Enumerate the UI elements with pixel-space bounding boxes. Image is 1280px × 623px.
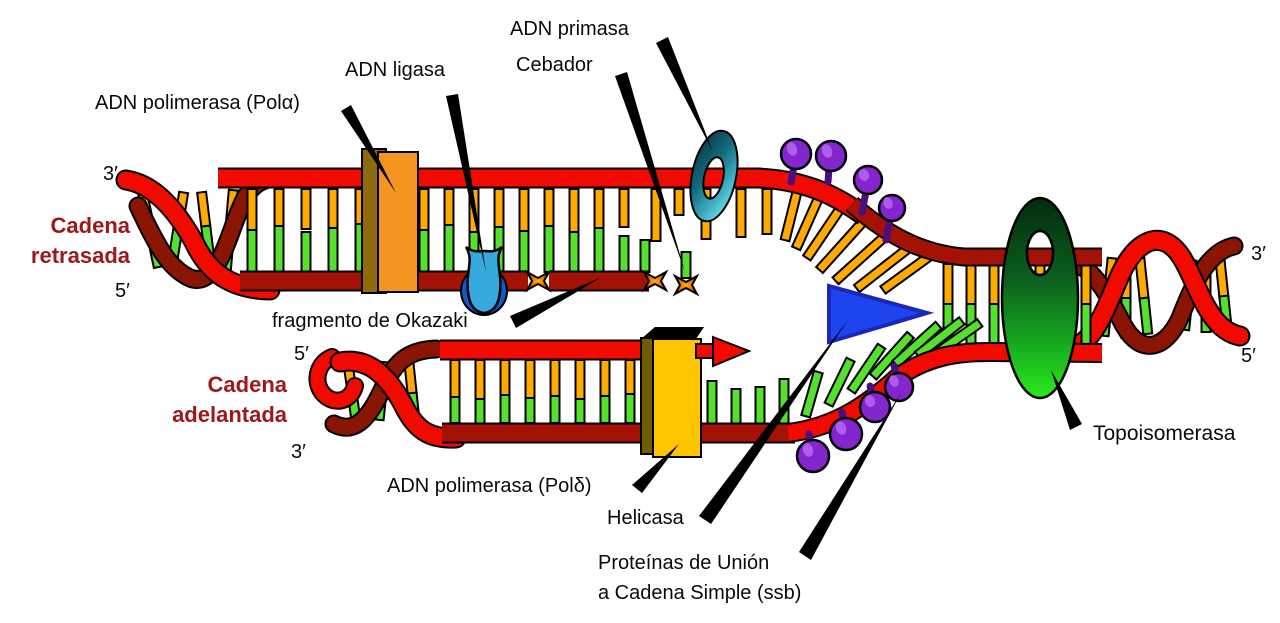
parental-right-helix bbox=[1053, 229, 1251, 359]
base-pairs-leading bbox=[449, 359, 636, 425]
dna-ligase-enzyme bbox=[460, 245, 508, 316]
label-cadena-retrasada: Cadena retrasada bbox=[10, 211, 130, 271]
label-3prime-leading: 3′ bbox=[291, 441, 306, 463]
pointer-primasa bbox=[656, 37, 713, 152]
cadena-adelantada-line1: Cadena bbox=[207, 372, 287, 397]
pointer-cebador bbox=[615, 72, 685, 272]
primase-ring bbox=[689, 129, 739, 223]
label-3prime-parental: 3′ bbox=[1251, 243, 1266, 265]
label-topoisomerasa: Topoisomerasa bbox=[1093, 422, 1236, 445]
pointer-lines bbox=[341, 37, 1082, 560]
pointer-okazaki bbox=[510, 277, 602, 328]
label-3prime-lagging: 3′ bbox=[103, 163, 118, 185]
pointer-pol-alpha bbox=[341, 105, 396, 193]
single-strand-bases-leading-fork bbox=[706, 315, 984, 430]
cadena-retrasada-line1: Cadena bbox=[50, 213, 130, 238]
leading-left-helix bbox=[308, 339, 467, 449]
ssb-proteins-top bbox=[779, 137, 907, 244]
leading-strands bbox=[440, 339, 1103, 444]
primer-cebador bbox=[672, 273, 700, 297]
cadena-retrasada-line2: retrasada bbox=[30, 243, 130, 268]
helicase-triangle bbox=[827, 283, 935, 345]
pointer-helicasa bbox=[699, 320, 848, 524]
pointer-ssb bbox=[799, 393, 901, 560]
label-adn-primasa: ADN primasa bbox=[510, 18, 629, 40]
label-cebador: Cebador bbox=[516, 54, 593, 76]
pol-alpha-enzyme bbox=[361, 148, 419, 294]
single-strand-bases-lagging-fork bbox=[779, 183, 938, 296]
pointer-topoisomerasa bbox=[1051, 370, 1082, 430]
topoisomerase-ring bbox=[1000, 196, 1080, 400]
label-5prime-parental: 5′ bbox=[1241, 345, 1256, 367]
ssb-proteins-bottom bbox=[795, 362, 915, 474]
cadena-adelantada-line2: adelantada bbox=[172, 402, 287, 427]
label-ssb-line2: a Cadena Simple (ssb) bbox=[598, 582, 802, 604]
leading-strand-arrow bbox=[695, 335, 752, 368]
label-helicasa: Helicasa bbox=[607, 507, 684, 529]
pol-delta-enzyme bbox=[640, 327, 752, 458]
okazaki-connectors bbox=[524, 269, 700, 297]
pointer-pol-delta bbox=[632, 444, 679, 493]
label-pol-delta: ADN polimerasa (Polδ) bbox=[387, 475, 592, 497]
label-pol-alpha: ADN polimerasa (Polα) bbox=[95, 92, 300, 114]
label-5prime-lagging: 5′ bbox=[115, 280, 130, 302]
lagging-template-strand bbox=[218, 167, 1102, 267]
lagging-left-helix bbox=[115, 168, 286, 301]
label-5prime-leading: 5′ bbox=[294, 343, 309, 365]
label-ssb-line1: Proteínas de Unión bbox=[598, 552, 770, 574]
label-adn-ligasa: ADN ligasa bbox=[345, 59, 446, 81]
pointer-ligasa bbox=[446, 94, 486, 272]
label-fragmento-okazaki: fragmento de Okazaki bbox=[272, 310, 468, 332]
label-cadena-adelantada: Cadena adelantada bbox=[110, 370, 287, 430]
